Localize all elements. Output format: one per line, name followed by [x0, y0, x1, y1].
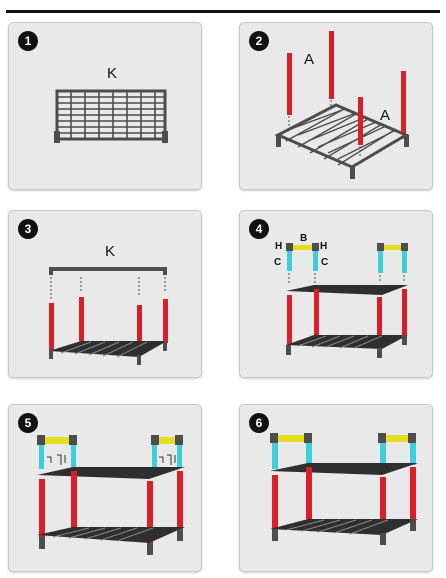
step-3-label-k: K	[105, 243, 116, 260]
step-2-shelf-illustration	[274, 31, 410, 179]
step-4-label-h-right: H	[320, 241, 328, 252]
step-6-badge: 6	[249, 413, 269, 433]
step-1-panel: 1 K	[8, 22, 202, 190]
step-1-badge: 1	[18, 31, 38, 51]
step-4-label-c-left: C	[274, 257, 282, 268]
step-4-panel: 4 H B H C C	[239, 210, 433, 378]
step-3-badge: 3	[18, 219, 38, 239]
step-4-badge: 4	[249, 219, 269, 239]
step-2-panel: 2 A A	[239, 22, 433, 190]
step-1-label-k: K	[107, 65, 118, 82]
step-3-panel: 3 K	[8, 210, 202, 378]
step-2-label-a-right: A	[380, 107, 391, 124]
step-4-label-c-right: C	[321, 257, 329, 268]
step-4-label-h-left: H	[275, 241, 283, 252]
top-rule	[6, 10, 440, 13]
step-3-shelf-illustration	[49, 267, 168, 365]
step-4-label-b: B	[300, 233, 308, 244]
step-5-shelf-illustration	[37, 435, 185, 555]
step-2-badge: 2	[249, 31, 269, 51]
step-6-shelf-illustration	[270, 433, 418, 545]
step-4-shelf-illustration	[286, 243, 408, 358]
step-6-panel: 6	[239, 404, 433, 572]
step-5-panel: 5	[8, 404, 202, 572]
step-5-badge: 5	[18, 413, 38, 433]
step-2-label-a-left: A	[304, 51, 315, 68]
step-1-shelf-illustration	[54, 89, 168, 143]
